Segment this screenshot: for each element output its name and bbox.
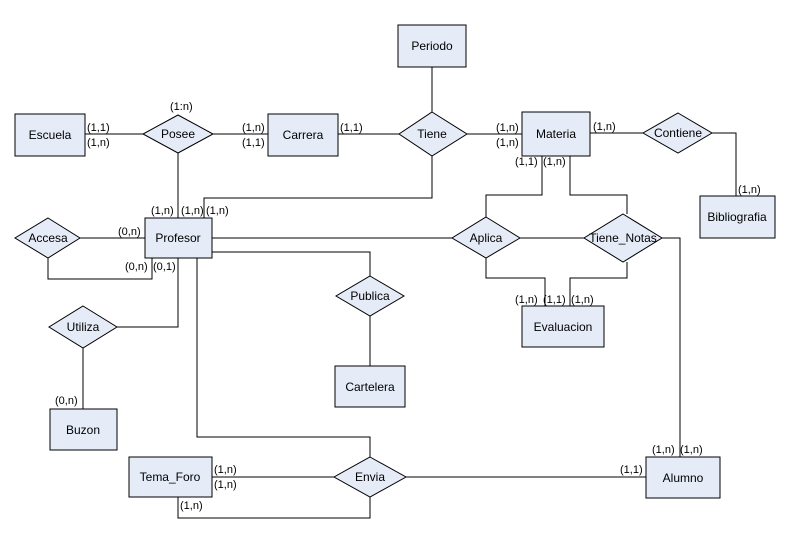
entity-escuela[interactable]: Escuela [14,113,86,157]
entity-label: Tema_Foro [140,470,201,484]
entity-alumno[interactable]: Alumno [645,456,721,499]
entity-cartelera[interactable]: Cartelera [334,365,406,408]
cardinality-label: (1,n) [206,205,229,217]
edge-materia-aplica [485,156,543,217]
relationship-label: Tiene_Notas [589,231,657,245]
entity-periodo[interactable]: Periodo [397,24,467,68]
cardinality-label: (0,n) [118,226,141,238]
cardinality-label: (1,1) [515,156,538,168]
entity-label: Evaluacion [534,320,593,334]
entity-label: Materia [536,127,576,141]
cardinality-label: (1,n) [593,121,616,133]
edge-profesor-envia [196,258,371,457]
relationship-label: Contiene [654,126,702,140]
cardinality-label: (1,1) [543,294,566,306]
cardinality-label: (1,1) [242,137,265,149]
relationship-label: Tiene [417,127,447,141]
relationship-aplica[interactable]: Aplica [451,216,521,259]
entity-profesor[interactable]: Profesor [144,217,213,259]
entity-label: Buzon [66,423,100,437]
cardinality-label: (1,n) [87,137,110,149]
edge-profesor-utiliza [117,258,179,328]
cardinality-label: (0,n) [125,261,148,273]
entity-materia[interactable]: Materia [521,111,591,157]
cardinality-label: (1,n) [496,137,519,149]
entity-label: Cartelera [345,380,395,394]
relationship-tiene[interactable]: Tiene [398,111,468,157]
cardinality-label: (1,1) [620,464,643,476]
cardinality-label: (1,n) [214,464,237,476]
connectors [47,67,737,519]
edge-aplica-evaluacion [485,258,546,306]
entity-carrera[interactable]: Carrera [267,113,339,157]
cardinality-label: (0,1) [153,261,176,273]
entity-label: Carrera [283,128,324,142]
relationship-label: Aplica [470,231,503,245]
edge-tiene-profesor [203,156,433,218]
entity-bibliografia[interactable]: Bibliografia [699,195,776,239]
relationship-envia[interactable]: Envia [332,456,408,498]
entity-label: Bibliografia [707,210,767,224]
edge-profesor-publica [212,251,371,276]
relationship-publica[interactable]: Publica [335,275,405,317]
relationship-tiene-notas[interactable]: Tiene_Notas [583,213,663,263]
edge-accesa-profesor-2 [47,258,153,280]
entity-label: Periodo [411,39,453,53]
relationship-label: Envia [355,470,385,484]
entity-label: Escuela [29,128,72,142]
entity-buzon[interactable]: Buzon [49,408,118,451]
cardinality-label: (1,n) [242,122,265,134]
cardinality-label: (1,n) [571,294,594,306]
relationship-label: Accesa [28,231,68,245]
relationship-label: Posee [161,127,195,141]
relationship-utiliza[interactable]: Utiliza [48,305,118,349]
cardinality-label: (0,n) [55,395,78,407]
relationship-label: Utiliza [67,320,100,334]
entity-label: Alumno [663,471,704,485]
cardinality-label: (1,n) [496,122,519,134]
cardinality-label: (1,n) [738,184,761,196]
cardinality-label: (1,n) [181,205,204,217]
relationship-accesa[interactable]: Accesa [14,217,81,259]
entity-label: Profesor [155,231,200,245]
cardinality-label: (1:n) [170,101,193,113]
relationship-label: Publica [350,289,390,303]
cardinality-label: (1,n) [680,444,703,456]
cardinality-label: (1,n) [543,156,566,168]
cardinality-labels: (1:n) (1,1) (1,n) (1,n) (1,1) (1,1) (1,n… [55,101,761,512]
cardinality-label: (1,n) [515,294,538,306]
cardinality-label: (1,n) [214,479,237,491]
relationship-posee[interactable]: Posee [141,114,215,154]
cardinality-label: (1,n) [180,500,203,512]
edge-materia-tiene-notas [569,156,628,214]
edge-contiene-bibliografia [712,132,737,196]
cardinality-label: (1,1) [340,122,363,134]
cardinality-label: (1,1) [87,122,110,134]
edge-tiene-notas-alumno [662,237,681,460]
entity-tema-foro[interactable]: Tema_Foro [128,456,213,498]
relationship-contiene[interactable]: Contiene [641,112,713,154]
cardinality-label: (1,n) [652,444,675,456]
cardinality-label: (1,n) [151,205,174,217]
edge-tema-foro-envia-loop [177,496,371,519]
edge-tiene-notas-evaluacion [569,262,628,306]
entity-evaluacion[interactable]: Evaluacion [521,305,605,348]
